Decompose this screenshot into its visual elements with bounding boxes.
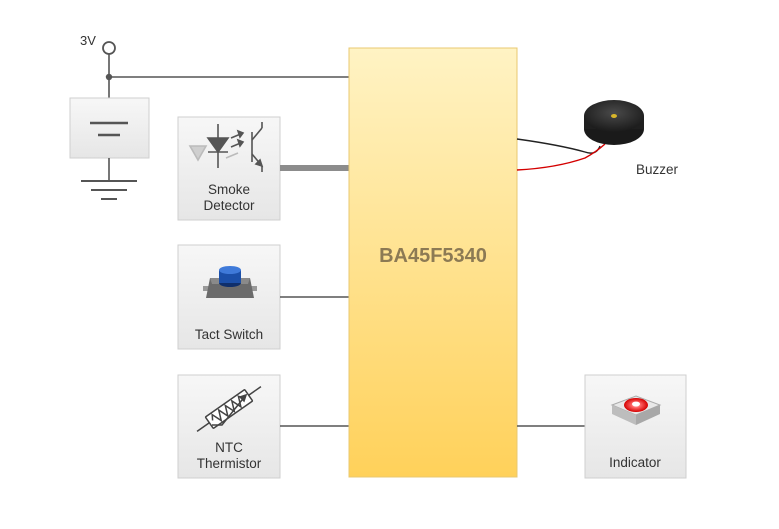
smoke-detector-label-line1: Smoke (208, 182, 250, 197)
ntc-thermistor-block: NTC Thermistor (177, 374, 281, 479)
buzzer-icon (584, 100, 644, 145)
smoke-detector-label-line2: Detector (203, 198, 255, 213)
voltage-label: 3V (80, 33, 96, 48)
indicator-block: Indicator (584, 374, 687, 479)
optocoupler-icon (188, 122, 264, 172)
battery-icon (90, 121, 128, 137)
smoke-detector-block: Smoke Detector (177, 116, 281, 221)
ntc-label-line2: Thermistor (197, 456, 262, 471)
buzzer-black-wire (516, 138, 601, 154)
led-icon (610, 395, 662, 425)
mcu-block: BA45F5340 (348, 47, 518, 478)
tact-switch-icon (203, 266, 257, 298)
buzzer-red-wire (516, 143, 606, 171)
battery-box (69, 97, 150, 159)
buzzer: Buzzer (516, 100, 679, 177)
indicator-label: Indicator (609, 455, 661, 470)
smoke-detector-bus (280, 165, 349, 171)
power-supply: 3V (69, 33, 349, 200)
ground-icon (81, 180, 137, 200)
tact-switch-block: Tact Switch (177, 244, 281, 350)
tact-switch-label: Tact Switch (195, 327, 263, 342)
power-terminal-icon (102, 41, 116, 55)
mcu-label: BA45F5340 (379, 245, 487, 267)
buzzer-label: Buzzer (636, 162, 679, 177)
thermistor-icon (196, 386, 262, 432)
ntc-label-line1: NTC (215, 440, 243, 455)
